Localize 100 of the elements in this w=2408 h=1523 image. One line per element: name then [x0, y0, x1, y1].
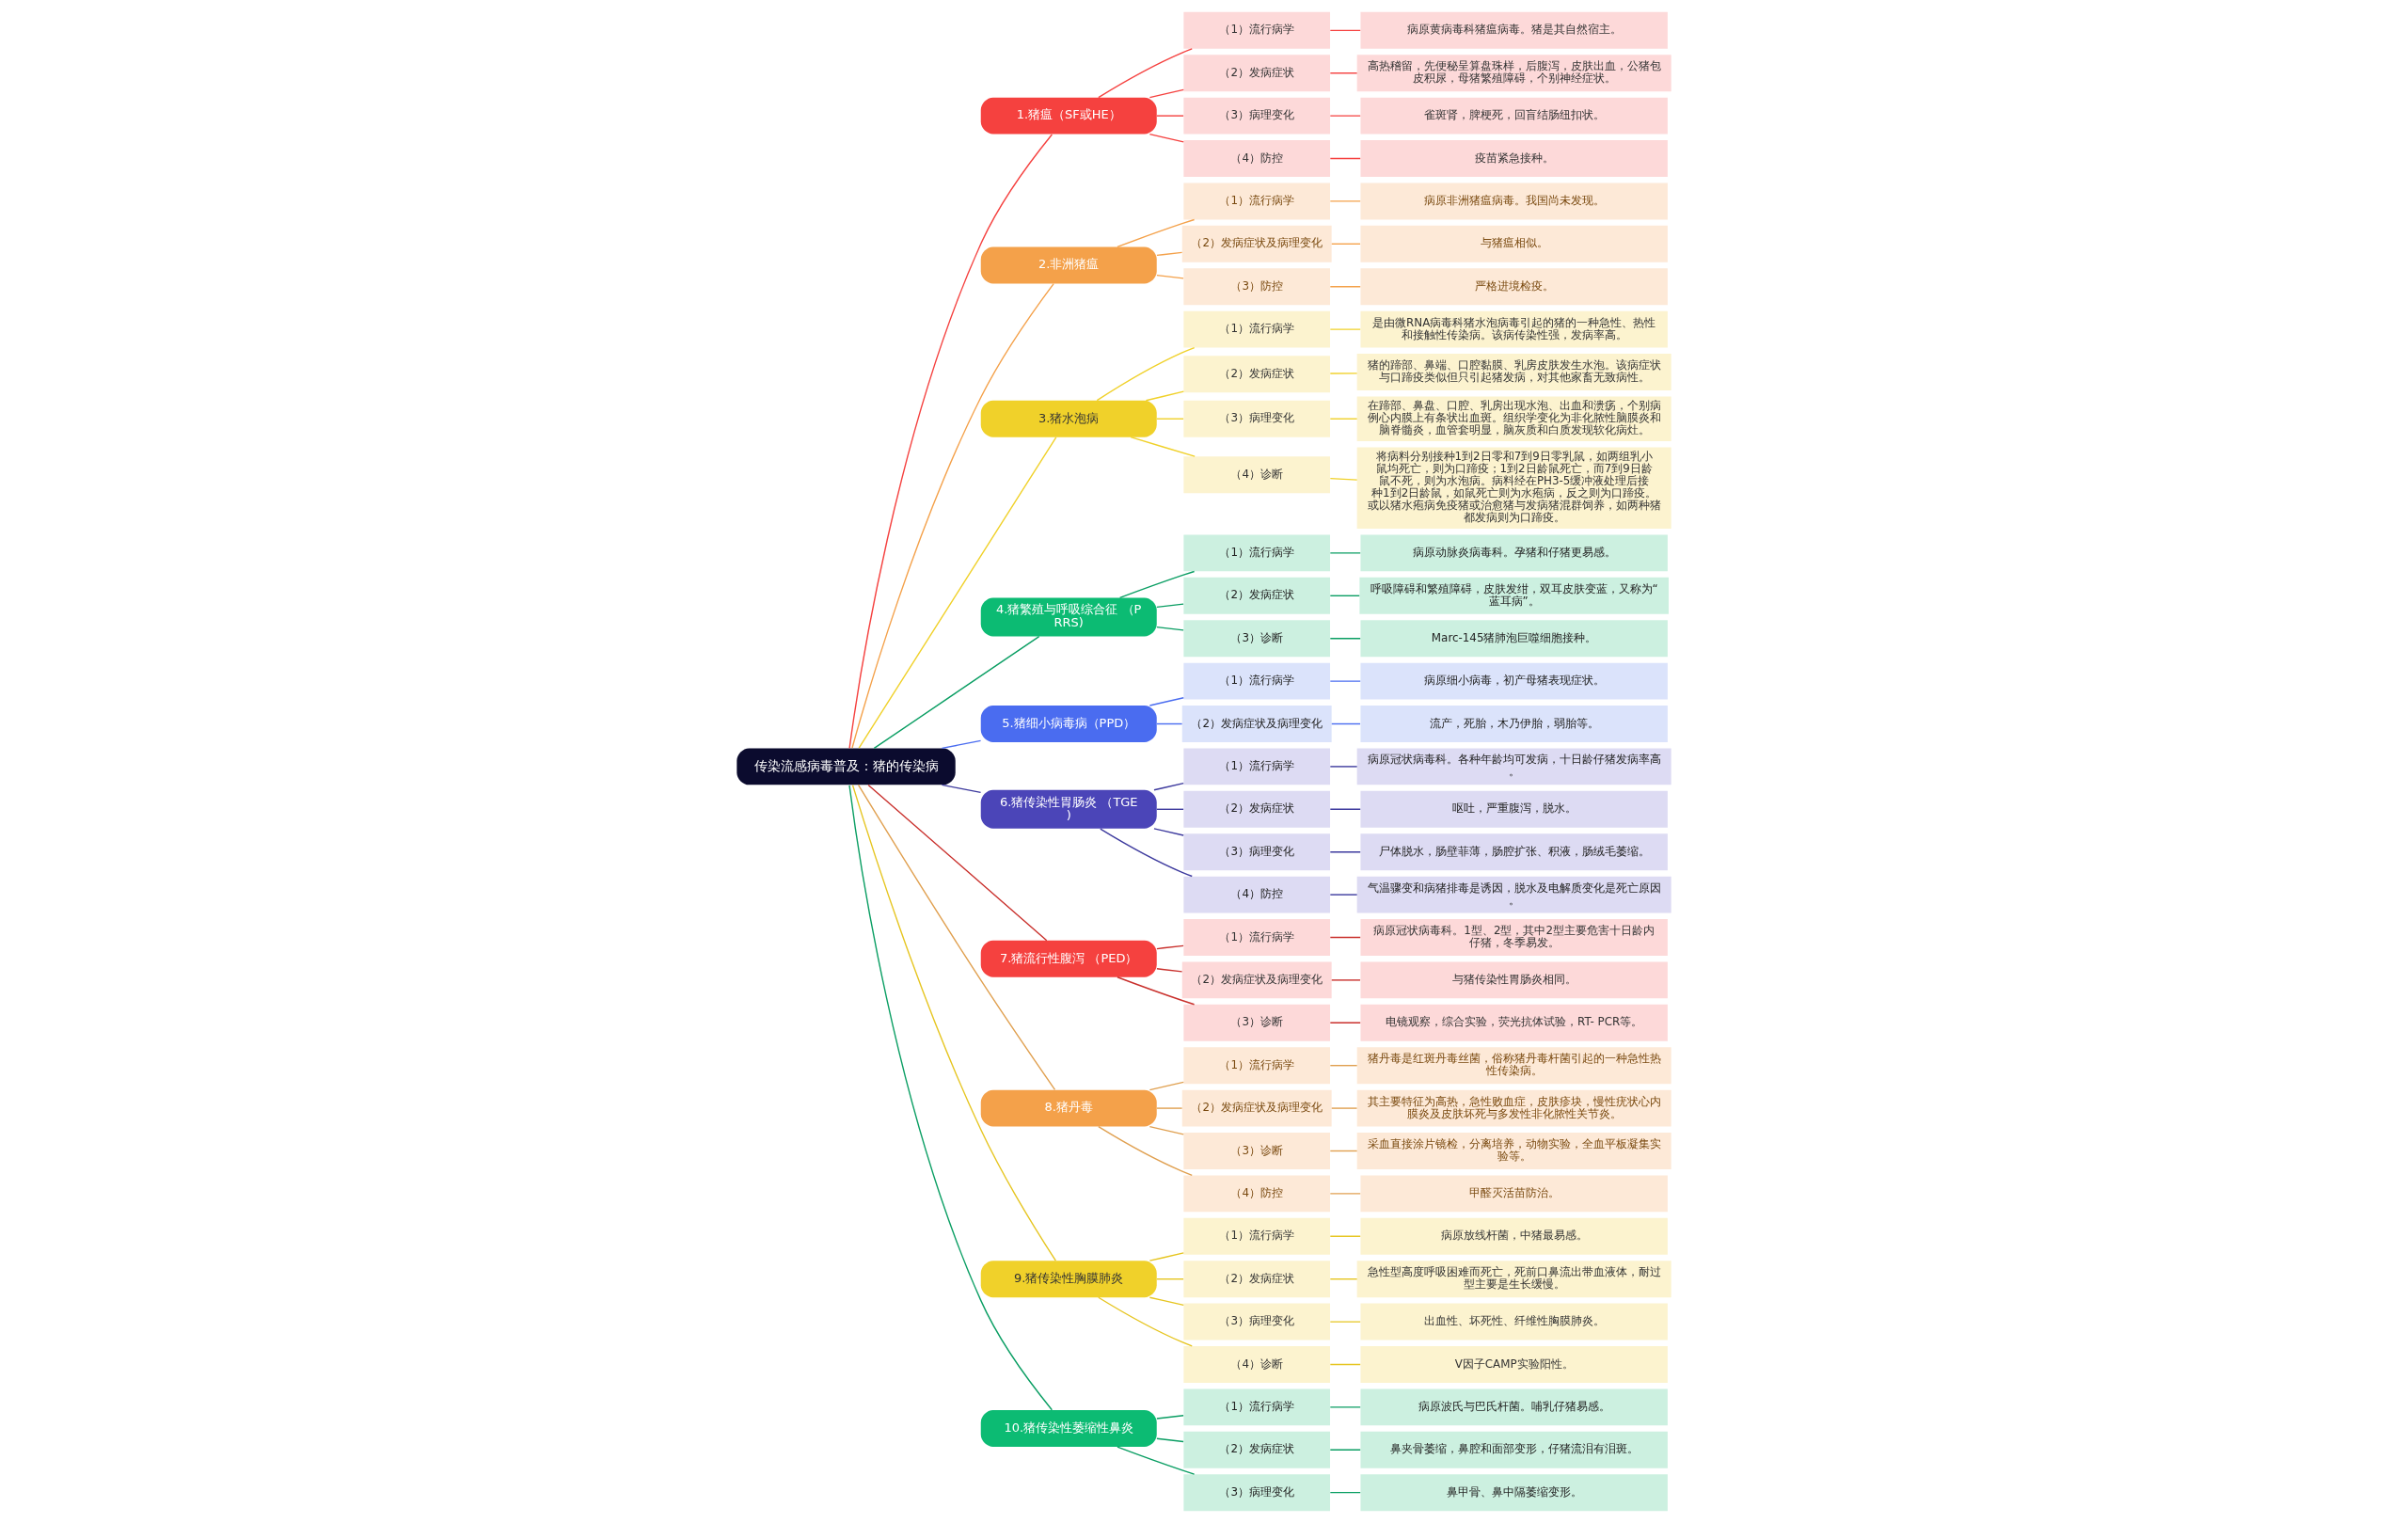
node-box: 雀斑肾，脾梗死，回盲结肠纽扣状。	[1360, 97, 1668, 135]
connector	[1331, 979, 1361, 981]
connector	[941, 739, 982, 750]
connector	[851, 282, 1054, 749]
connector	[1145, 390, 1185, 402]
connector	[1329, 894, 1358, 896]
node-box: 与猪瘟相似。	[1360, 225, 1668, 262]
connector	[1329, 1491, 1361, 1494]
connector	[1329, 115, 1361, 117]
node-box: 8.猪丹毒	[980, 1089, 1157, 1127]
node-box: （1）流行病学	[1183, 748, 1331, 785]
connector	[1149, 697, 1184, 706]
connector	[867, 784, 1048, 942]
connector	[851, 784, 1057, 1261]
connector	[858, 436, 1057, 749]
node-box: 病原波氏与巴氏杆菌。哺乳仔猪易感。	[1360, 1388, 1668, 1426]
connector	[1329, 1150, 1358, 1152]
node-box: （1）流行病学	[1183, 1047, 1331, 1085]
node-box: 急性型高度呼吸困难而死亡，死前口鼻流出带血液体，耐过型主要是生长缓慢。	[1356, 1261, 1671, 1298]
node-box: （2）发病症状及病理变化	[1181, 961, 1332, 999]
node-box: （1）流行病学	[1183, 1217, 1331, 1255]
connector	[1329, 1449, 1361, 1451]
node-box: 传染流感病毒普及：猪的传染病	[737, 748, 956, 785]
connector	[1329, 286, 1361, 288]
connector	[848, 134, 1054, 750]
node-box: （3）诊断	[1183, 1133, 1331, 1169]
connector	[1329, 29, 1361, 32]
connector	[1329, 766, 1358, 768]
node-box: （1）流行病学	[1183, 182, 1331, 220]
node-box: Marc-145猪肺泡巨噬细胞接种。	[1360, 620, 1668, 658]
node-box: 甲醛灭活苗防治。	[1360, 1175, 1668, 1213]
connector	[1329, 157, 1361, 160]
connector	[1130, 436, 1196, 457]
connector	[1149, 88, 1184, 99]
node-box: 气温骤变和病猪排毒是诱因，脱水及电解质变化是死亡原因。	[1356, 876, 1671, 913]
connector	[1096, 346, 1196, 402]
node-box: 与猪传染性胃肠炎相同。	[1360, 961, 1668, 999]
connector	[1156, 808, 1184, 810]
node-box: 2.非洲猪瘟	[980, 246, 1157, 284]
node-box: 在蹄部、鼻盘、口腔、乳房出现水泡、出血和溃疡，个别病例心内膜上有条状出血斑。组织学变化为非化脓性脑膜炎和脑脊髓炎，血管套明显，脑灰质和白质发现软化病灶。	[1356, 396, 1671, 441]
connector	[857, 784, 1056, 1091]
connector	[1329, 72, 1358, 74]
connector	[1329, 1022, 1361, 1023]
connector	[1156, 603, 1184, 609]
node-box: 7.猪流行性腹泻 （PED）	[980, 940, 1157, 977]
connector	[1156, 251, 1183, 257]
connector	[1149, 1296, 1184, 1307]
node-box: （2）发病症状	[1183, 55, 1331, 92]
node-box: （4）防控	[1183, 140, 1331, 177]
connector	[873, 635, 1040, 750]
node-box: 病原黄病毒科猪瘟病毒。猪是其自然宿主。	[1360, 11, 1668, 49]
connector	[941, 784, 982, 794]
node-box: V因子CAMP实验阳性。	[1360, 1346, 1668, 1383]
connector	[1156, 968, 1183, 973]
node-box: （4）防控	[1183, 1175, 1331, 1213]
connector	[848, 785, 1054, 1411]
node-box: 猪丹毒是红斑丹毒丝菌，俗称猪丹毒杆菌引起的一种急性热性传染病。	[1356, 1047, 1671, 1085]
node-box: （1）流行病学	[1183, 11, 1331, 49]
node-box: 鼻甲骨、鼻中隔萎缩变形。	[1360, 1474, 1668, 1512]
node-box: 呕吐，严重腹泻，脱水。	[1360, 790, 1668, 828]
connector	[1329, 328, 1361, 330]
connector	[1329, 595, 1360, 596]
node-box: （3）病理变化	[1183, 833, 1331, 871]
connector	[1331, 1107, 1358, 1109]
connector	[1117, 976, 1196, 1006]
node-box: 病原放线杆菌，中猪最易感。	[1360, 1217, 1668, 1255]
connector	[1329, 1235, 1361, 1237]
node-box: （4）诊断	[1183, 456, 1331, 494]
node-box: （1）流行病学	[1183, 534, 1331, 572]
connector	[1156, 944, 1184, 950]
node-box: 出血性、坏死性、纤维性胸膜肺炎。	[1360, 1303, 1668, 1341]
node-box: （2）发病症状	[1183, 356, 1331, 393]
node-box: （2）发病症状	[1183, 790, 1331, 828]
node-box: 3.猪水泡病	[980, 400, 1157, 437]
node-box: （3）病理变化	[1183, 1474, 1331, 1512]
connector	[1329, 1193, 1361, 1195]
node-box: 疫苗紧急接种。	[1360, 140, 1668, 177]
connector	[1149, 1125, 1184, 1135]
node-box: （3）诊断	[1183, 1004, 1331, 1041]
node-box: 流产，死胎，木乃伊胎，弱胎等。	[1360, 706, 1668, 742]
node-box: （2）发病症状及病理变化	[1181, 225, 1332, 262]
connector	[1156, 722, 1183, 725]
node-box: （1）流行病学	[1183, 1388, 1331, 1426]
node-box: 采血直接涂片镜检，分离培养，动物实验，全血平板凝集实验等。	[1356, 1133, 1671, 1169]
connector	[1153, 828, 1184, 836]
connector	[1098, 1125, 1193, 1176]
connector	[1329, 552, 1361, 554]
node-box: 4.猪繁殖与呼吸综合征 （PRRS)	[980, 597, 1157, 637]
node-box: （2）发病症状及病理变化	[1181, 1089, 1332, 1127]
node-box: 9.猪传染性胸膜肺炎	[980, 1261, 1157, 1298]
connector	[1156, 274, 1184, 279]
connector	[1098, 48, 1193, 99]
connector	[1329, 1321, 1361, 1323]
connector	[1156, 1107, 1183, 1109]
connector	[1329, 1065, 1358, 1067]
node-box: 病原非洲猪瘟病毒。我国尚未发现。	[1360, 182, 1668, 220]
connector	[1329, 936, 1361, 939]
node-box: （2）发病症状	[1183, 577, 1331, 614]
node-box: 病原冠状病毒科。各种年龄均可发病，十日龄仔猪发病率高。	[1356, 748, 1671, 785]
node-box: 5.猪细小病毒病（PPD）	[980, 706, 1157, 742]
